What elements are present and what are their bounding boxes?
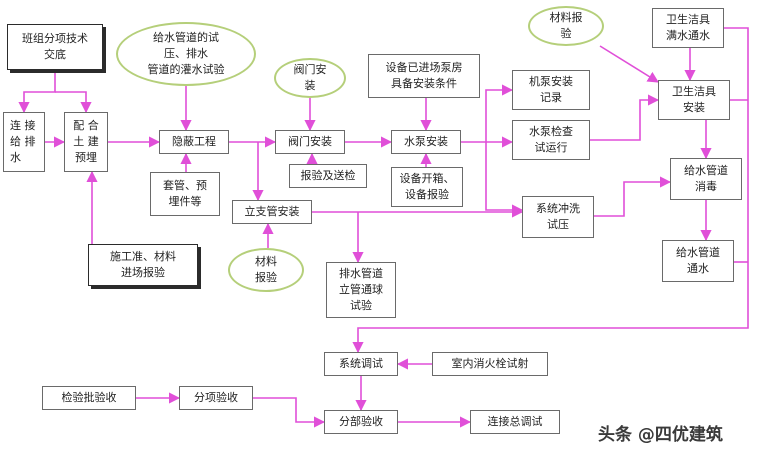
fixture-install-box: 卫生洁具 安装 — [658, 80, 730, 120]
pump-install-box: 水泵安装 — [391, 130, 461, 154]
valve-oval: 阀门安 装 — [274, 58, 346, 98]
disinfect-box: 给水管道 消毒 — [670, 158, 742, 200]
fire-hydrant-box: 室内消火栓试射 — [432, 352, 548, 376]
connectors — [18, 27, 749, 428]
equip-ready-box: 设备已进场泵房 具备安装条件 — [368, 54, 480, 98]
connector-pump-to-flush — [485, 142, 524, 216]
fixture-fill-box: 卫生洁具 满水通水 — [652, 8, 724, 48]
water-pass-box: 给水管道 通水 — [662, 240, 734, 282]
batch-accept-box: 检验批验收 — [42, 386, 136, 410]
item-accept-box: 分项验收 — [179, 386, 253, 410]
connector-fixture-fill-right — [352, 27, 749, 354]
equip-open-box: 设备开箱、 设备报验 — [391, 167, 463, 207]
valve-install-box: 阀门安装 — [275, 130, 345, 154]
connector-tech-to-connect — [18, 70, 56, 114]
inspect-deliver-box: 报验及送检 — [289, 164, 367, 188]
joint-debug-box: 连接总调试 — [470, 410, 560, 434]
sleeves-box: 套管、预 埋件等 — [150, 172, 220, 216]
connector-test-to-fixture — [590, 94, 660, 141]
riser-install-box: 立支管安装 — [232, 200, 312, 224]
drain-ball-box: 排水管道 立管通球 试验 — [326, 262, 396, 318]
connector-pump-to-record — [461, 84, 514, 143]
pump-record-box: 机泵安装 记录 — [512, 70, 590, 110]
connector-flush-to-disinfect — [594, 176, 672, 217]
material-bottom-oval: 材料 报验 — [228, 248, 304, 292]
construction-ready-box: 施工准、材料 进场报验 — [88, 244, 198, 286]
system-debug-box: 系统调试 — [324, 352, 398, 376]
connector-tech-to-civil — [55, 91, 92, 114]
connector-material-top-to-fixture — [599, 45, 659, 83]
tech-briefing-box: 班组分项技术 交底 — [7, 24, 103, 70]
material-top-oval: 材料报 验 — [528, 6, 604, 46]
pressure-test-oval: 给水管道的试 压、排水 管道的灌水试验 — [116, 22, 256, 86]
part-accept-box: 分部验收 — [324, 410, 398, 434]
watermark: 头条 @四优建筑 — [598, 425, 723, 445]
connector-item-to-part — [253, 397, 326, 428]
flush-test-box: 系统冲洗 试压 — [522, 196, 594, 238]
hidden-work-box: 隐蔽工程 — [159, 130, 229, 154]
connect-supply-box: 连 接 给 排 水 — [3, 112, 45, 172]
civil-embed-box: 配 合 土 建 预埋 — [64, 112, 108, 172]
pump-test-box: 水泵检查 试运行 — [512, 120, 590, 160]
